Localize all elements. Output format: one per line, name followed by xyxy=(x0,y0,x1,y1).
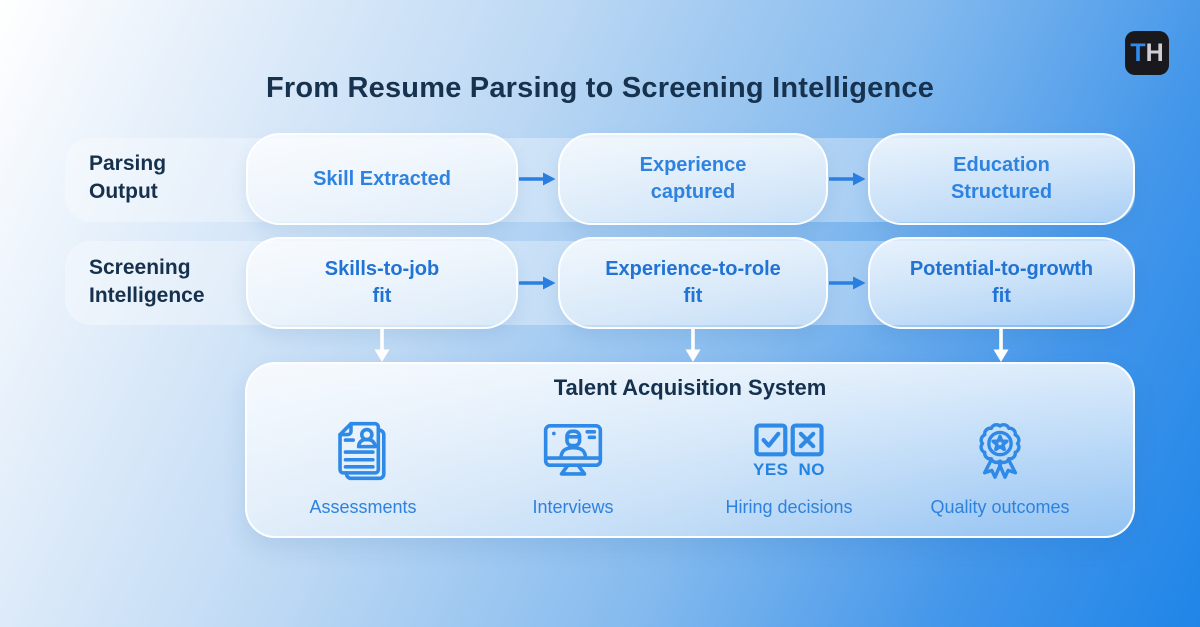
video-interview-monitor-icon xyxy=(538,408,608,494)
pill-experience-to-role-fit: Experience-to-role fit xyxy=(558,237,828,329)
right-arrow-icon xyxy=(518,275,557,291)
system-item-hiring-decisions: YES NO Hiring decisions xyxy=(699,408,879,518)
yes-label: YES xyxy=(753,459,789,479)
interviews-label: Interviews xyxy=(532,497,614,517)
down-arrow-icon xyxy=(372,328,392,362)
right-arrow-icon xyxy=(518,171,557,187)
parsing-output-label: Parsing Output xyxy=(89,152,167,203)
pill-potential-to-growth-fit: Potential-to-growth fit xyxy=(868,237,1135,329)
pill-education-structured: Education Structured xyxy=(868,133,1135,225)
pill-skills-to-job-fit: Skills-to-job fit xyxy=(246,237,518,329)
down-arrow-icon xyxy=(683,328,703,362)
system-box-title: Talent Acquisition System xyxy=(553,375,827,400)
pill-skill-extracted: Skill Extracted xyxy=(246,133,518,225)
right-arrow-icon xyxy=(828,171,867,187)
system-item-quality-outcomes: Quality outcomes xyxy=(910,408,1090,518)
resume-documents-icon xyxy=(328,408,398,494)
page-title: From Resume Parsing to Screening Intelli… xyxy=(265,72,935,104)
pill-experience-captured: Experience captured xyxy=(558,133,828,225)
award-ribbon-icon xyxy=(966,408,1034,494)
down-arrow-icon xyxy=(991,328,1011,362)
right-arrow-icon xyxy=(828,275,867,291)
no-label: NO xyxy=(798,459,825,479)
system-item-interviews: Interviews xyxy=(483,408,663,518)
logo-letter-h: H xyxy=(1145,38,1164,67)
screening-intelligence-label: Screening Intelligence xyxy=(89,256,205,307)
logo-letter-t: T xyxy=(1130,38,1146,67)
talent-acquisition-system-box: Talent Acquisition System Assessments xyxy=(245,362,1135,538)
system-item-assessments: Assessments xyxy=(273,408,453,518)
yes-no-checkboxes-icon: YES NO xyxy=(753,408,825,494)
quality-outcomes-label: Quality outcomes xyxy=(930,497,1070,517)
yes-no-labels: YES NO xyxy=(753,460,825,480)
assessments-label: Assessments xyxy=(309,497,417,517)
hiring-decisions-label: Hiring decisions xyxy=(725,497,853,517)
brand-logo: T H xyxy=(1125,31,1169,75)
